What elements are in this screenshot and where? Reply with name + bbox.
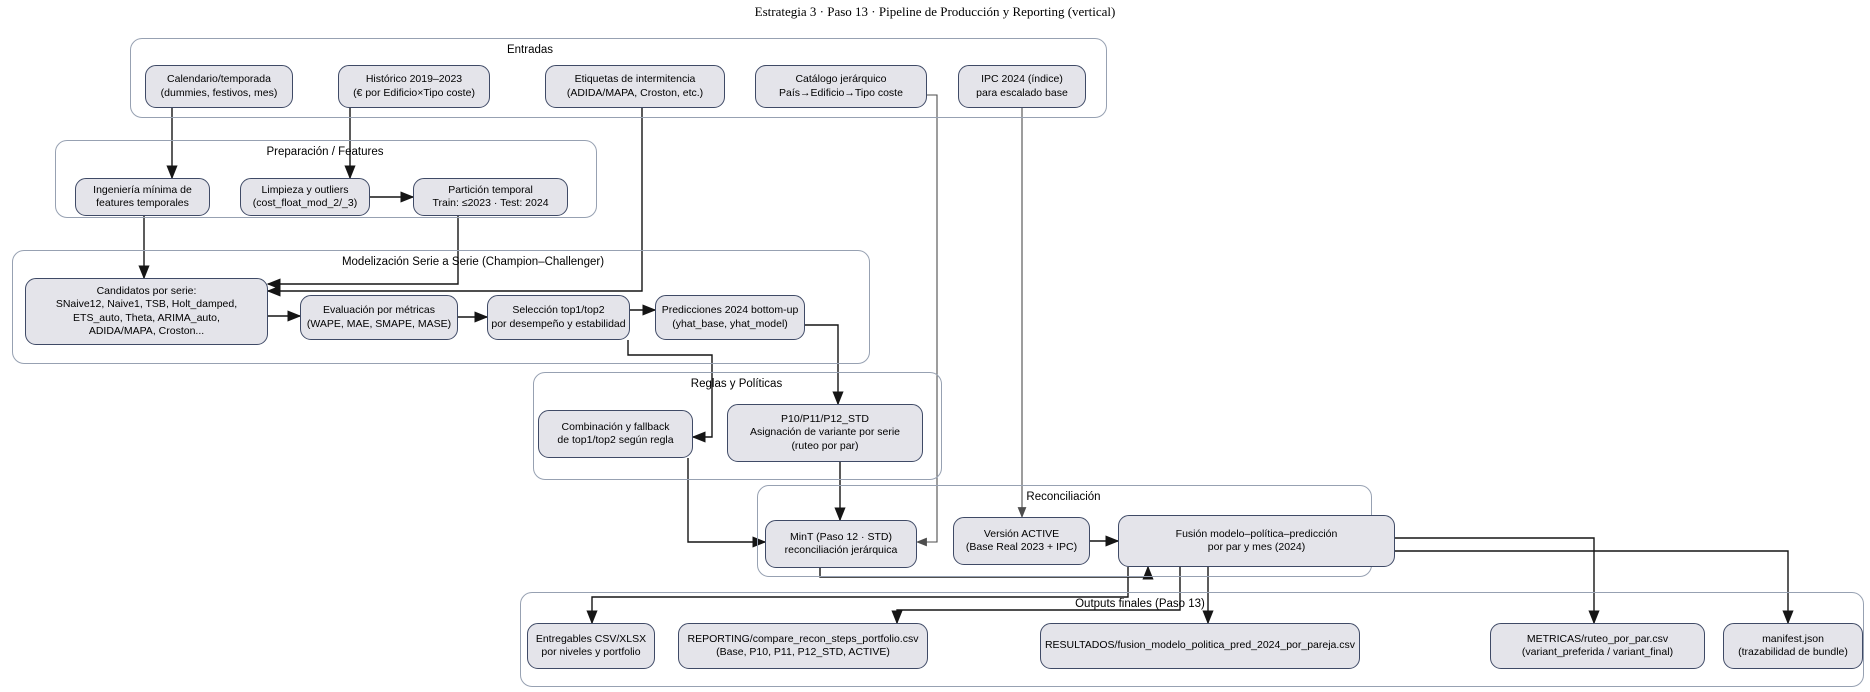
node-p10-line: Asignación de variante por serie bbox=[749, 426, 900, 439]
node-p10-line: (ruteo por par) bbox=[791, 439, 859, 452]
node-particion-line: Partición temporal bbox=[448, 183, 533, 196]
cluster-label-preparacion: Preparación / Features bbox=[266, 146, 384, 158]
cluster-label-reglas: Reglas y Políticas bbox=[690, 378, 783, 390]
node-seleccion-line: Selección top1/top2 bbox=[512, 304, 605, 316]
node-mint: MinT (Paso 12 · STD)reconciliación jerár… bbox=[765, 520, 917, 568]
node-ipc: IPC 2024 (índice)para escalado base bbox=[958, 65, 1086, 108]
node-ingenieria-line: features temporales bbox=[96, 197, 189, 209]
node-fusion-line: Fusión modelo–política–predicción bbox=[1175, 527, 1338, 540]
node-fusion-line: por par y mes (2024) bbox=[1207, 541, 1306, 553]
cluster-label-reconciliacion: Reconciliación bbox=[1026, 491, 1101, 503]
node-reporting-line: REPORTING/compare_recon_steps_portfolio.… bbox=[687, 632, 919, 645]
node-particion-line: Train: ≤2023 · Test: 2024 bbox=[432, 197, 549, 209]
node-resultados-line: RESULTADOS/fusion_modelo_politica_pred_2… bbox=[1044, 639, 1356, 652]
node-metricas-line: (variant_preferida / variant_final) bbox=[1521, 646, 1674, 658]
node-manifest-line: (trazabilidad de bundle) bbox=[1738, 646, 1848, 658]
cluster-modelizacion bbox=[12, 250, 870, 364]
node-candidatos-line: ETS_auto, Theta, ARIMA_auto, bbox=[73, 311, 220, 324]
node-etiquetas: Etiquetas de intermitencia(ADIDA/MAPA, C… bbox=[545, 65, 725, 108]
node-calendario-line: (dummies, festivos, mes) bbox=[160, 86, 278, 99]
node-calendario-line: Calendario/temporada bbox=[167, 73, 271, 85]
node-etiquetas-line: Etiquetas de intermitencia bbox=[574, 73, 696, 85]
node-mint-line: MinT (Paso 12 · STD) bbox=[790, 530, 892, 543]
cluster-label-entradas: Entradas bbox=[506, 44, 554, 56]
node-version-line: Versión ACTIVE bbox=[983, 527, 1060, 540]
node-evaluacion: Evaluación por métricas(WAPE, MAE, SMAPE… bbox=[300, 295, 458, 340]
node-metricas-line: METRICAS/ruteo_por_par.csv bbox=[1526, 632, 1669, 645]
node-combinacion-line: Combinación y fallback bbox=[561, 420, 670, 433]
node-predicciones: Predicciones 2024 bottom-up(yhat_base, y… bbox=[655, 295, 805, 340]
node-historico-line: (€ por Edificio×Tipo coste) bbox=[353, 86, 475, 99]
node-limpieza-line: (cost_float_mod_2/_3) bbox=[252, 197, 358, 209]
node-manifest: manifest.json(trazabilidad de bundle) bbox=[1723, 623, 1863, 669]
node-version: Versión ACTIVE(Base Real 2023 + IPC) bbox=[953, 517, 1090, 565]
node-calendario: Calendario/temporada(dummies, festivos, … bbox=[145, 65, 293, 108]
node-resultados: RESULTADOS/fusion_modelo_politica_pred_2… bbox=[1040, 623, 1360, 669]
node-evaluacion-line: Evaluación por métricas bbox=[322, 304, 436, 316]
cluster-entradas bbox=[130, 38, 1107, 118]
node-etiquetas-line: (ADIDA/MAPA, Croston, etc.) bbox=[566, 86, 704, 99]
node-reporting: REPORTING/compare_recon_steps_portfolio.… bbox=[678, 623, 928, 669]
node-manifest-line: manifest.json bbox=[1762, 632, 1824, 645]
node-evaluacion-line: (WAPE, MAE, SMAPE, MASE) bbox=[306, 317, 452, 330]
node-entregables-line: por niveles y portfolio bbox=[541, 646, 641, 658]
node-candidatos: Candidatos por serie:SNaive12, Naive1, T… bbox=[25, 278, 268, 345]
node-limpieza: Limpieza y outliers(cost_float_mod_2/_3) bbox=[240, 178, 370, 216]
node-limpieza-line: Limpieza y outliers bbox=[261, 183, 349, 196]
node-ipc-line: para escalado base bbox=[976, 86, 1068, 99]
node-candidatos-line: Candidatos por serie: bbox=[96, 284, 197, 297]
node-seleccion-line: por desempeño y estabilidad bbox=[491, 317, 626, 330]
node-predicciones-line: Predicciones 2024 bottom-up bbox=[661, 304, 799, 316]
node-entregables-line: Entregables CSV/XLSX bbox=[535, 632, 647, 645]
node-reporting-line: (Base, P10, P11, P12_STD, ACTIVE) bbox=[716, 646, 890, 658]
node-ipc-line: IPC 2024 (índice) bbox=[981, 73, 1063, 85]
node-metricas: METRICAS/ruteo_por_par.csv(variant_prefe… bbox=[1490, 623, 1705, 669]
node-predicciones-line: (yhat_base, yhat_model) bbox=[672, 317, 788, 330]
cluster-label-outputs: Outputs finales (Paso 13) bbox=[1075, 598, 1205, 610]
cluster-reglas bbox=[533, 372, 942, 480]
node-mint-line: reconciliación jerárquica bbox=[784, 544, 898, 556]
node-ingenieria-line: Ingeniería mínima de bbox=[93, 183, 192, 196]
node-historico: Histórico 2019–2023(€ por Edificio×Tipo … bbox=[338, 65, 490, 108]
node-candidatos-line: SNaive12, Naive1, TSB, Holt_damped, bbox=[55, 298, 238, 310]
node-combinacion-line: de top1/top2 según regla bbox=[557, 434, 674, 446]
node-candidatos-line: ADIDA/MAPA, Croston... bbox=[88, 325, 205, 337]
node-catalogo-line: País→Edificio→Tipo coste bbox=[779, 86, 903, 99]
cluster-outputs bbox=[520, 592, 1864, 687]
cluster-preparacion bbox=[55, 140, 597, 218]
node-historico-line: Histórico 2019–2023 bbox=[365, 73, 463, 85]
cluster-label-modelizacion: Modelización Serie a Serie (Champion–Cha… bbox=[341, 256, 605, 268]
diagram-title: Estrategia 3 · Paso 13 · Pipeline de Pro… bbox=[754, 4, 1116, 19]
node-catalogo-line: Catálogo jerárquico bbox=[795, 73, 887, 85]
node-version-line: (Base Real 2023 + IPC) bbox=[965, 541, 1078, 553]
node-p10-line: P10/P11/P12_STD bbox=[781, 412, 869, 425]
